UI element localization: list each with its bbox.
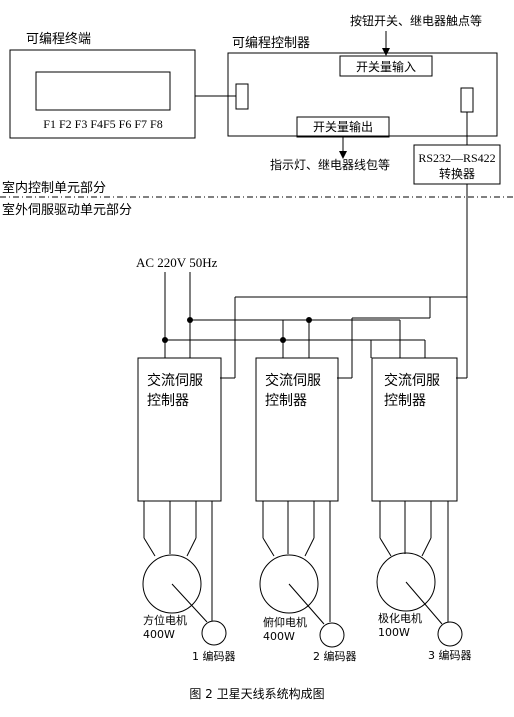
motor-3-name: 极化电机 bbox=[378, 611, 422, 625]
junction-dot bbox=[280, 337, 286, 343]
plc-input-box bbox=[339, 55, 433, 77]
motor-1 bbox=[142, 554, 202, 614]
converter-line1: RS232—RS422 bbox=[418, 151, 495, 165]
converter-box bbox=[413, 144, 501, 185]
terminal-box bbox=[9, 49, 196, 139]
encoder-2 bbox=[319, 622, 345, 648]
plc-box bbox=[227, 52, 498, 137]
motor-2-name: 俯仰电机 bbox=[263, 615, 307, 629]
encoder-3 bbox=[437, 621, 463, 647]
power-label: AC 220V 50Hz bbox=[136, 255, 218, 270]
encoder-1 bbox=[201, 620, 227, 646]
figure-caption: 图 2 卫星天线系统构成图 bbox=[189, 686, 324, 701]
plc-input-label: 开关量输入 bbox=[356, 59, 416, 74]
plc-port-right bbox=[460, 87, 474, 113]
motor-2 bbox=[259, 554, 319, 614]
motor-1-power: 400W bbox=[143, 628, 175, 641]
servo-2-label-line1: 交流伺服 bbox=[265, 372, 321, 389]
encoder-1-label: 1 编码器 bbox=[192, 649, 236, 663]
servo-1-label-line2: 控制器 bbox=[147, 393, 189, 409]
motor-2-power: 400W bbox=[263, 630, 295, 643]
zone-indoor-label: 室内控制单元部分 bbox=[2, 180, 106, 196]
servo-1-label-line1: 交流伺服 bbox=[147, 372, 203, 389]
encoder-2-label: 2 编码器 bbox=[313, 649, 357, 663]
converter-line2: 转换器 bbox=[439, 166, 475, 181]
servo-3-label-line2: 控制器 bbox=[384, 393, 426, 409]
plc-output-note: 指示灯、继电器线包等 bbox=[270, 157, 390, 172]
servo-2-label-line2: 控制器 bbox=[265, 393, 307, 409]
motor-3 bbox=[376, 552, 436, 612]
junction-dot bbox=[162, 337, 168, 343]
servo-controller-3 bbox=[371, 357, 458, 502]
motor-1-name: 方位电机 bbox=[143, 613, 187, 627]
plc-input-note: 按钮开关、继电器触点等 bbox=[350, 13, 482, 28]
plc-port-left bbox=[235, 83, 249, 110]
servo-3-label-line1: 交流伺服 bbox=[384, 372, 440, 389]
junction-dot bbox=[306, 317, 312, 323]
zone-outdoor-label: 室外伺服驱动单元部分 bbox=[2, 202, 132, 218]
motor-3-power: 100W bbox=[378, 626, 410, 639]
encoder-3-label: 3 编码器 bbox=[428, 648, 472, 662]
plc-output-label: 开关量输出 bbox=[313, 119, 373, 134]
servo-controller-1 bbox=[137, 357, 222, 502]
junction-dot bbox=[187, 317, 193, 323]
terminal-screen bbox=[35, 71, 171, 111]
servo-controller-2 bbox=[255, 357, 339, 502]
plc-title: 可编程控制器 bbox=[232, 36, 310, 51]
terminal-title: 可编程终端 bbox=[26, 31, 91, 47]
terminal-keys: F1 F2 F3 F4F5 F6 F7 F8 bbox=[43, 117, 162, 131]
